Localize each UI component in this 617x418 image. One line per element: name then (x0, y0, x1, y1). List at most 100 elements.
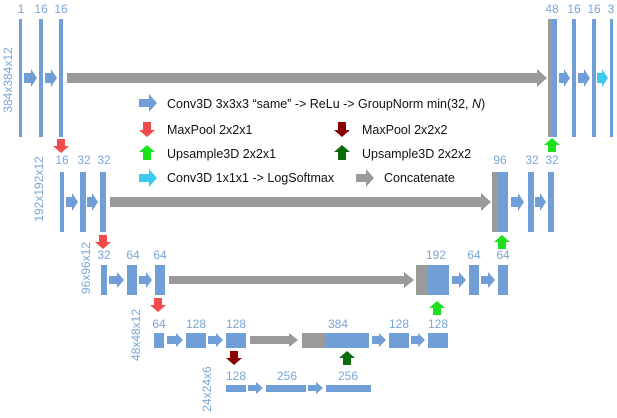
legend-maxpool-222-label: MaxPool 2x2x2 (362, 123, 448, 137)
feature-map-u3-b (498, 265, 508, 295)
feature-map-l1-a (39, 19, 43, 137)
upsample-221-arrow-u1 (544, 138, 560, 152)
concatenate-arrow-l3 (169, 272, 414, 288)
feature-map-l2-b (100, 172, 106, 232)
channel-label-u1-a: 16 (567, 2, 581, 16)
feature-map-l5-a (266, 385, 306, 392)
channel-label-u2-cat: 96 (493, 153, 507, 167)
dimension-label-level1: 384x384x12 (1, 47, 15, 113)
channel-label-l4-b: 128 (226, 317, 246, 331)
concatenate-arrow-l4 (250, 333, 298, 347)
channel-label-l5-in: 128 (226, 369, 246, 383)
feature-map-u1-out (610, 19, 613, 137)
feature-map-u1-b (592, 19, 596, 137)
feature-map-l2-a (80, 172, 86, 232)
feature-map-l3-a (127, 265, 137, 295)
feature-map-u2-a (528, 172, 534, 232)
conv-arrow (535, 193, 546, 211)
feature-map-l3-b (155, 265, 165, 295)
feature-map-l4-b (226, 333, 246, 348)
dimension-label-level2: 192x192x12 (32, 156, 46, 222)
skip-copy-l3 (416, 265, 428, 295)
conv-arrow (481, 272, 495, 288)
feature-map-l1-in (19, 19, 22, 137)
feature-map-u1-up (552, 19, 557, 137)
conv-arrow (248, 382, 263, 394)
feature-map-u2-b (548, 172, 554, 232)
legend-conv-arrow-icon (139, 94, 157, 112)
conv-arrow (87, 193, 98, 211)
channel-label-l2-a: 32 (77, 153, 91, 167)
feature-map-u3-a (469, 265, 479, 295)
channel-label-u4-b: 128 (428, 317, 448, 331)
concatenate-arrow-l2 (110, 193, 491, 211)
legend-maxpool-221-label: MaxPool 2x2x1 (167, 123, 253, 137)
channel-label-l4-a: 128 (186, 317, 206, 331)
feature-map-l4-a (186, 333, 206, 348)
conv-arrow (372, 333, 386, 347)
maxpool-221-arrow-l1 (53, 139, 69, 153)
legend-conv-label: Conv3D 3x3x3 “same” -> ReLu -> GroupNorm… (167, 97, 485, 111)
channel-label-l4-in: 64 (152, 317, 166, 331)
channel-label-u4-cat: 384 (328, 317, 348, 331)
feature-map-l1-b (59, 19, 63, 137)
channel-label-u2-b: 32 (545, 153, 559, 167)
conv-arrow (308, 382, 323, 394)
conv-arrow (139, 272, 152, 288)
channel-label-u3-cat: 192 (426, 248, 446, 262)
dimension-label-level5: 24x24x6 (200, 366, 214, 412)
legend-concatenate-label: Concatenate (384, 171, 455, 185)
concatenate-arrow-l1 (67, 69, 547, 87)
feature-map-u4-b (428, 333, 448, 348)
legend-upsample-222-label: Upsample3D 2x2x2 (362, 147, 471, 161)
channel-label-l1-a: 16 (34, 2, 48, 16)
feature-map-u3-up (428, 265, 449, 295)
channel-label-u1-b: 16 (587, 2, 601, 16)
legend-final-conv-icon (139, 169, 157, 187)
maxpool-221-arrow-l3 (150, 298, 166, 312)
feature-map-u2-up (498, 172, 508, 232)
maxpool-221-arrow-l2 (95, 235, 111, 249)
dimension-label-level4: 48x48x12 (129, 309, 143, 361)
legend-final-conv-label: Conv3D 1x1x1 -> LogSoftmax (167, 171, 335, 185)
maxpool-222-arrow-l4 (226, 351, 242, 365)
skip-copy-l2 (492, 172, 498, 232)
legend-upsample-221-icon (139, 145, 155, 160)
upsample-221-arrow-u2 (494, 235, 510, 249)
channel-label-l1-in: 1 (18, 2, 25, 16)
conv-arrow (452, 272, 466, 288)
channel-label-l5-b: 256 (338, 369, 358, 383)
feature-map-l5-b (326, 385, 371, 392)
channel-label-l2-in: 16 (55, 153, 69, 167)
legend-upsample-221-label: Upsample3D 2x2x1 (167, 147, 276, 161)
conv-arrow (578, 69, 590, 87)
conv-arrow (45, 69, 57, 87)
upsample-222-arrow-u4 (339, 351, 355, 365)
legend-upsample-222-icon (334, 145, 350, 160)
channel-label-u1-out: 3 (608, 2, 615, 16)
channel-label-l2-b: 32 (97, 153, 111, 167)
conv-arrow (66, 193, 78, 211)
feature-map-u1-a (572, 19, 576, 137)
conv-arrow (559, 69, 570, 87)
feature-map-l2-in (60, 172, 64, 232)
conv-arrow (167, 333, 183, 347)
channel-label-u3-b: 64 (496, 248, 510, 262)
channel-label-l3-b: 64 (153, 248, 167, 262)
conv-arrow (208, 333, 223, 347)
channel-label-l3-in: 32 (97, 248, 111, 262)
conv-arrow (511, 193, 524, 211)
feature-map-l4-in (154, 333, 164, 348)
conv-arrow (411, 333, 425, 347)
feature-map-l5-in (226, 385, 246, 392)
conv-arrow (109, 272, 124, 288)
channel-label-u4-a: 128 (389, 317, 409, 331)
upsample-221-arrow-u3 (429, 301, 445, 315)
skip-copy-l4 (302, 333, 325, 348)
conv-arrow (24, 69, 37, 87)
legend-maxpool-222-icon (334, 122, 350, 137)
channel-label-l5-a: 256 (277, 369, 297, 383)
channel-label-l3-a: 64 (126, 248, 140, 262)
dimension-label-level3: 96x96x12 (79, 242, 93, 294)
